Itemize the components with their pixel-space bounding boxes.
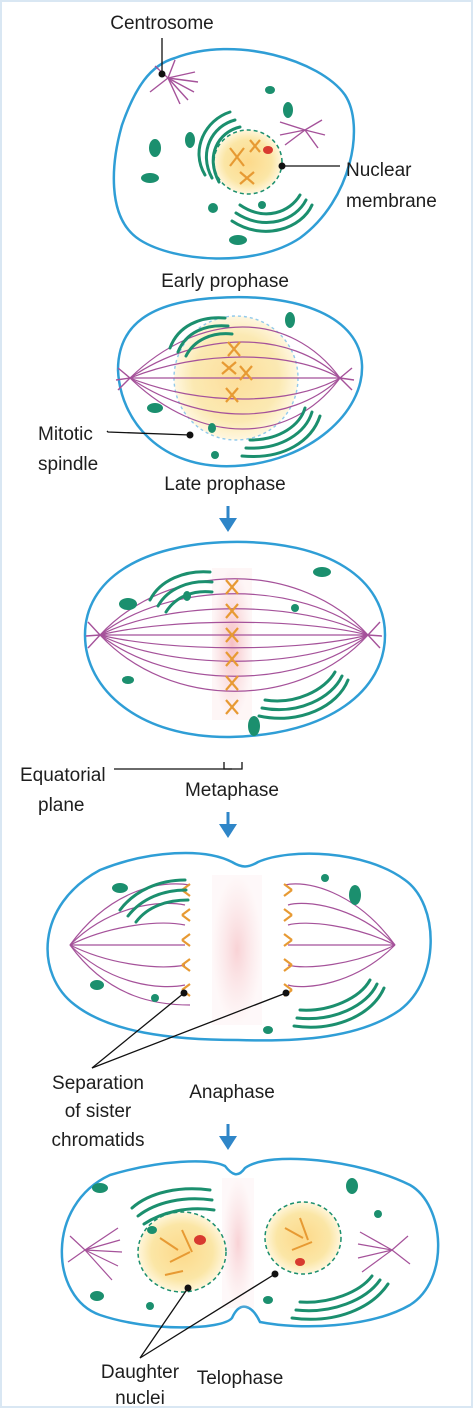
- nucleolus-left: [194, 1235, 206, 1245]
- separation-label-line3: chromatids: [52, 1130, 145, 1151]
- cleavage-plane: [222, 1178, 254, 1308]
- nucleus: [214, 130, 282, 194]
- centrosome-label: Centrosome: [110, 13, 214, 34]
- mitotic-spindle-label-line2: spindle: [38, 454, 98, 475]
- nucleolus: [263, 146, 273, 154]
- separation-label-line1: Separation: [52, 1073, 144, 1094]
- nucleolus-right: [295, 1258, 305, 1266]
- anaphase-cell: [48, 853, 431, 1040]
- stage-label-early-prophase: Early prophase: [161, 271, 289, 292]
- equatorial-plate: [212, 875, 262, 1025]
- metaphase-cell: [85, 542, 385, 737]
- separation-label-line2: of sister: [65, 1101, 132, 1122]
- equatorial-plate: [212, 568, 252, 720]
- stage-label-telophase: Telophase: [197, 1368, 284, 1389]
- equatorial-plane-label-line2: plane: [38, 795, 85, 816]
- daughter-nuclei-label-line1: Daughter: [101, 1362, 180, 1383]
- equatorial-plane-label-line1: Equatorial: [20, 765, 106, 786]
- mitotic-spindle-label-line1: Mitotic: [38, 424, 93, 445]
- stage-label-metaphase: Metaphase: [185, 780, 279, 801]
- daughter-nucleus-left: [138, 1212, 226, 1292]
- stage-label-anaphase: Anaphase: [189, 1082, 275, 1103]
- daughter-nuclei-label-line2: nuclei: [115, 1388, 165, 1408]
- telophase-cell: [62, 1159, 438, 1328]
- nuclear-membrane-label-line1: Nuclear: [346, 160, 412, 181]
- stage-label-late-prophase: Late prophase: [164, 474, 286, 495]
- nuclear-membrane-label-line2: membrane: [346, 191, 437, 212]
